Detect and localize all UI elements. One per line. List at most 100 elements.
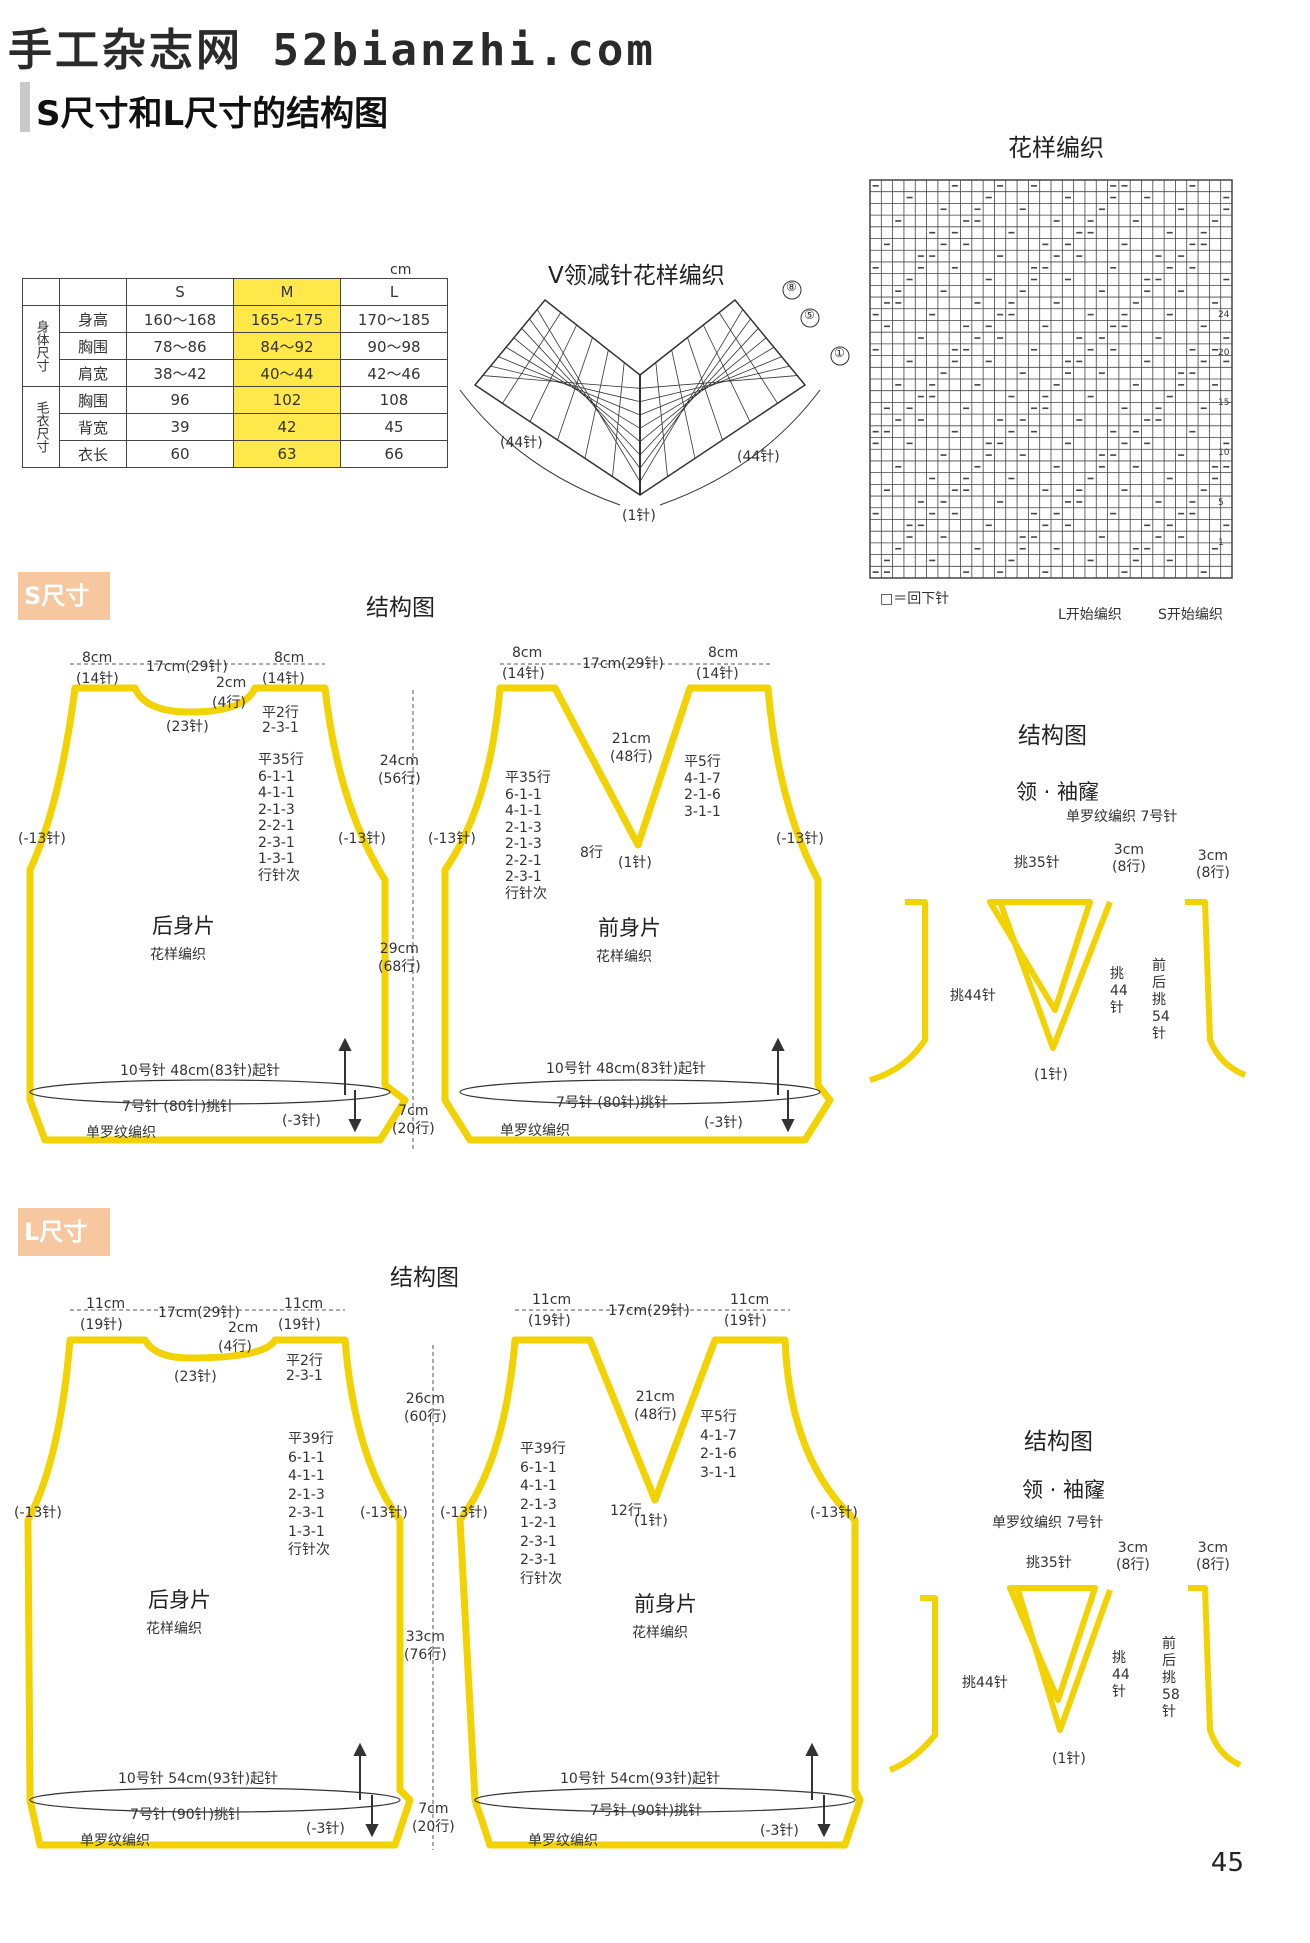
vneck-right-stitches: (44针) <box>737 449 780 465</box>
l-front-top-left-st: (19针) <box>528 1313 571 1329</box>
l-neck-pick44v: 挑 44 针 <box>1112 1650 1130 1700</box>
s-back-neck-depth: 2cm <box>216 675 247 691</box>
table-cell: 160～168 <box>126 305 234 333</box>
s-front-top-right-st: (14针) <box>696 666 739 682</box>
l-size-tag: L尺寸 <box>18 1208 110 1256</box>
s-back-top-right: 8cm <box>274 650 305 666</box>
pattern-grid <box>869 179 1233 579</box>
s-neck-bottom: (1针) <box>1034 1067 1068 1083</box>
l-back-neck-st: (23针) <box>174 1369 217 1385</box>
l-front-decrease: (-3针) <box>760 1823 799 1839</box>
l-diagram-title: 结构图 <box>390 1265 459 1291</box>
s-neck-pick35: 挑35针 <box>1014 855 1060 871</box>
l-back-pick-up: 7号针 (90针)挑针 <box>130 1807 243 1823</box>
s-back-neck-shaping: 平2行 <box>262 705 299 721</box>
l-front-v-bottom-st: (1针) <box>634 1513 668 1529</box>
pattern-legend: □＝回下针 <box>880 591 950 607</box>
pattern-row-number: 20 <box>1218 348 1230 358</box>
rib-ellipses <box>29 1079 856 1813</box>
l-neck-subtitle: 领 · 袖窿 <box>1022 1478 1106 1502</box>
group-body-label: 身体尺寸 <box>22 305 60 387</box>
vneck-marker-circles <box>782 280 850 366</box>
direction-arrows <box>338 1037 831 1838</box>
vneck-left-stitches: (44针) <box>500 435 543 451</box>
s-neck-w2: 3cm(8行) <box>1196 848 1230 881</box>
s-mid-dims-2: 29cm(68行) <box>378 941 421 975</box>
l-front-v-bottom-rows: 12行 <box>610 1503 642 1519</box>
s-back-cast-on: 10号针 48cm(83针)起针 <box>120 1063 281 1079</box>
s-diagram-title: 结构图 <box>366 595 435 621</box>
l-back-side-left: (-13针) <box>14 1505 62 1521</box>
title-accent-bar <box>20 82 30 132</box>
s-neck-note: 单罗纹编织 7号针 <box>1066 809 1178 825</box>
s-front-top-left-st: (14针) <box>502 666 545 682</box>
l-front-top-left: 11cm <box>532 1292 572 1308</box>
s-front-side-left: (-13针) <box>428 831 476 847</box>
s-back-top-left: 8cm <box>82 650 113 666</box>
s-back-outline <box>26 684 409 1144</box>
s-front-top-left: 8cm <box>512 645 543 661</box>
l-back-rib: 单罗纹编织 <box>80 1833 150 1849</box>
table-cell: 38～42 <box>126 359 234 387</box>
pattern-l-start: L开始编织 <box>1058 607 1122 623</box>
row-label: 肩宽 <box>59 359 127 387</box>
table-cell: 60 <box>126 440 234 468</box>
s-back-neck-shaping: 2-3-1 <box>262 720 299 736</box>
l-neck-w2: 3cm(8行) <box>1196 1540 1230 1573</box>
s-back-decrease: (-3针) <box>282 1113 321 1129</box>
table-cell: 165～175 <box>233 305 341 333</box>
l-neck-pick44: 挑44针 <box>962 1675 1008 1691</box>
pattern-chart-title: 花样编织 <box>1008 134 1104 162</box>
site-watermark: 手工杂志网 52bianzhi.com <box>8 25 656 76</box>
vneck-marker: ⑧ <box>786 280 797 294</box>
pattern-row-number: 15 <box>1218 398 1230 408</box>
s-back-side-right: (-13针) <box>338 831 386 847</box>
s-neck-title: 结构图 <box>1018 723 1087 749</box>
l-front-top-right-st: (19针) <box>724 1313 767 1329</box>
vneck-marker: ⑤ <box>804 308 815 322</box>
pattern-s-start: S开始编织 <box>1158 607 1223 623</box>
s-back-top-mid: 17cm(29针) <box>146 659 228 675</box>
l-back-side-right: (-13针) <box>360 1505 408 1521</box>
dimension-lines <box>70 663 790 1850</box>
s-mid-dims-1: 24cm(56行) <box>378 753 421 787</box>
size-header-m: M <box>233 278 341 306</box>
vneck-title: V领减针花样编织 <box>548 263 725 289</box>
l-neck-bottom: (1针) <box>1052 1751 1086 1767</box>
table-cell: 66 <box>340 440 448 468</box>
l-back-top-right-st: (19针) <box>278 1317 321 1333</box>
l-back-outline <box>24 1336 414 1849</box>
l-back-top-right: 11cm <box>284 1296 324 1312</box>
l-back-name: 后身片 <box>148 1588 211 1612</box>
l-front-cast-on: 10号针 54cm(93针)起针 <box>560 1771 721 1787</box>
table-cell: 170～185 <box>340 305 448 333</box>
l-back-neck-rows: (4行) <box>218 1339 252 1355</box>
s-front-v-depth: 21cm(48行) <box>610 731 653 765</box>
s-back-name: 后身片 <box>152 914 215 938</box>
s-neck-pick44: 挑44针 <box>950 988 996 1004</box>
l-back-top-mid: 17cm(29针) <box>158 1305 240 1321</box>
l-front-side-left: (-13针) <box>440 1505 488 1521</box>
l-front-name: 前身片 <box>634 1592 697 1616</box>
s-back-top-right-st: (14针) <box>262 671 305 687</box>
s-front-top-right: 8cm <box>708 645 739 661</box>
s-front-pattern: 花样编织 <box>596 949 652 965</box>
row-label: 身高 <box>59 305 127 333</box>
s-front-side-right: (-13针) <box>776 831 824 847</box>
table-cell: 40～44 <box>233 359 341 387</box>
vneck-center-stitch: (1针) <box>622 508 656 524</box>
table-cell: 42～46 <box>340 359 448 387</box>
l-front-v-depth: 21cm(48行) <box>634 1389 677 1423</box>
table-cell: 108 <box>340 386 448 414</box>
l-mid-dims-3: 7cm(20行) <box>412 1801 455 1835</box>
s-neck-pick44v: 挑 44 针 <box>1110 966 1128 1016</box>
s-front-name: 前身片 <box>598 916 661 940</box>
size-header-l: L <box>340 278 448 306</box>
l-neck-front-back: 前后挑58针 <box>1162 1636 1180 1720</box>
s-back-rib: 单罗纹编织 <box>86 1125 156 1141</box>
table-cell: 45 <box>340 413 448 441</box>
s-front-outline <box>441 684 834 1144</box>
l-back-neck-depth: 2cm <box>228 1320 259 1336</box>
